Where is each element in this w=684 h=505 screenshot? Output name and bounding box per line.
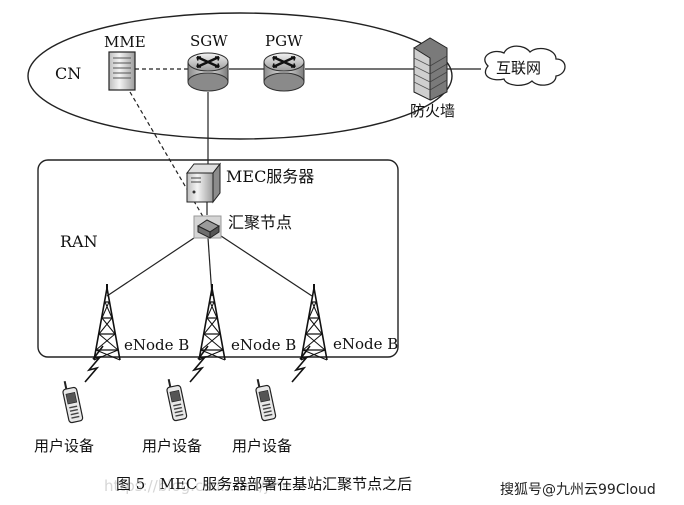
pgw-router-icon bbox=[262, 51, 306, 93]
aggregation-node-icon bbox=[193, 215, 222, 239]
mec-server-label: MEC服务器 bbox=[226, 167, 314, 186]
firewall-icon bbox=[413, 37, 448, 101]
link-mme-aggregation bbox=[129, 91, 206, 221]
user-device-label: 用户设备 bbox=[142, 437, 202, 455]
link-aggregation-enodeb-3 bbox=[217, 233, 313, 297]
enodeb-label: eNode B bbox=[333, 335, 398, 353]
brand-watermark: 搜狐号@九州云99Cloud bbox=[500, 482, 656, 498]
user-device-label: 用户设备 bbox=[34, 437, 94, 455]
watermark-url: https://blog.csdn.net/jihe... bbox=[104, 477, 306, 495]
pgw-label: PGW bbox=[265, 32, 303, 50]
internet-label: 互联网 bbox=[496, 59, 541, 77]
firewall-label: 防火墙 bbox=[410, 102, 455, 120]
enodeb-label: eNode B bbox=[231, 336, 296, 354]
sgw-router-icon bbox=[186, 51, 230, 93]
enodeb-label: eNode B bbox=[124, 336, 189, 354]
mec-server-icon bbox=[185, 162, 222, 204]
mme-server-icon bbox=[108, 51, 136, 91]
ran-label: RAN bbox=[60, 232, 98, 251]
core-network-label: CN bbox=[55, 64, 81, 83]
link-aggregation-enodeb-1 bbox=[106, 233, 201, 297]
mobile-phone-icon bbox=[163, 376, 189, 423]
core-network-ellipse bbox=[27, 12, 453, 140]
mme-label: MME bbox=[104, 33, 146, 51]
figure-caption: 图 5 MEC 服务器部署在基站汇聚节点之后 bbox=[116, 475, 412, 493]
sgw-label: SGW bbox=[190, 32, 228, 50]
mobile-phone-icon bbox=[252, 376, 278, 423]
mobile-phone-icon bbox=[59, 378, 85, 425]
user-device-label: 用户设备 bbox=[232, 437, 292, 455]
internet-cloud-icon bbox=[484, 45, 566, 86]
enodeb-tower-icon bbox=[300, 283, 328, 361]
aggregation-node-label: 汇聚节点 bbox=[228, 213, 292, 232]
